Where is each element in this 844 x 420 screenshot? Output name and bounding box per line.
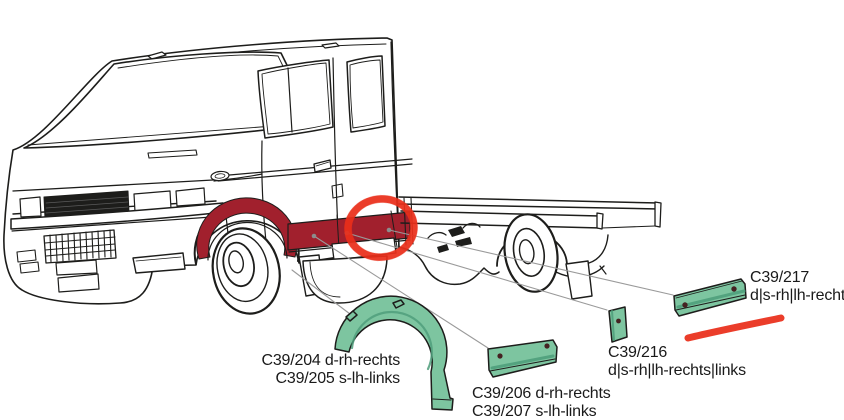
red-underline-annotation [684, 314, 785, 342]
door-lock [331, 183, 344, 199]
part-rocker-repair-panel [487, 339, 558, 378]
label-sill-long-panel: C39/217 d|s-rh|lh-recht [750, 269, 844, 305]
rear-mud-flap [565, 260, 593, 300]
panel-hole [497, 353, 503, 359]
part-number-line: C39/205 s-lh-links [275, 370, 401, 387]
part-number-line: C39/217 [750, 269, 810, 286]
leader-dot [311, 233, 317, 239]
part-number-line: d|s-rh|lh-rechts|links [608, 362, 746, 379]
windshield [23, 51, 317, 149]
leader-lines [291, 227, 674, 349]
part-number-line: d|s-rh|lh-recht [750, 287, 844, 304]
rear-door-window [346, 55, 386, 133]
label-sill-end-panel: C39/216 d|s-rh|lh-rechts|links [608, 344, 746, 380]
lower-bumper [16, 229, 186, 293]
panel-hole [616, 318, 621, 324]
repair-panels [334, 278, 747, 411]
front-wheel [211, 227, 281, 315]
wheel-arch-trim-highlight [196, 197, 298, 260]
suspension-details [437, 226, 472, 253]
part-wheel-arch-panel [334, 295, 454, 411]
door-handle [313, 159, 332, 173]
tow-hook [16, 249, 40, 274]
roof-rail-rear [321, 42, 340, 49]
label-wheel-arch-panel: C39/204 d-rh-rechts C39/205 s-lh-links [240, 352, 401, 388]
front-door-window [257, 59, 334, 139]
leader-line [313, 235, 489, 349]
part-number-line: C39/204 d-rh-rechts [261, 352, 401, 369]
panel-hole [544, 343, 550, 349]
panel-hole [682, 302, 688, 308]
entry-step [302, 255, 388, 304]
headlight-right [175, 187, 206, 207]
part-number-line: C39/207 s-lh-links [472, 403, 597, 420]
marker-annotations [344, 195, 785, 342]
part-sill-long-panel [673, 278, 747, 317]
label-rocker-repair-panel: C39/206 d-rh-rechts C39/207 s-lh-links [472, 385, 611, 420]
leader-line [291, 269, 351, 315]
leader-line [388, 229, 674, 296]
panel-hole [731, 286, 737, 292]
part-number-line: C39/216 [608, 344, 668, 361]
leader-dot [386, 227, 392, 233]
roof-rail-front [147, 51, 167, 60]
leader-line [346, 232, 608, 311]
part-number-line: C39/206 d-rh-rechts [472, 385, 611, 402]
fender-indicator [210, 170, 230, 182]
part-sill-end-panel [608, 306, 628, 343]
red-circle-annotation [344, 195, 418, 261]
rear-wheel [503, 213, 559, 293]
vehicle-illustration [3, 37, 662, 315]
license-plate [55, 259, 98, 276]
